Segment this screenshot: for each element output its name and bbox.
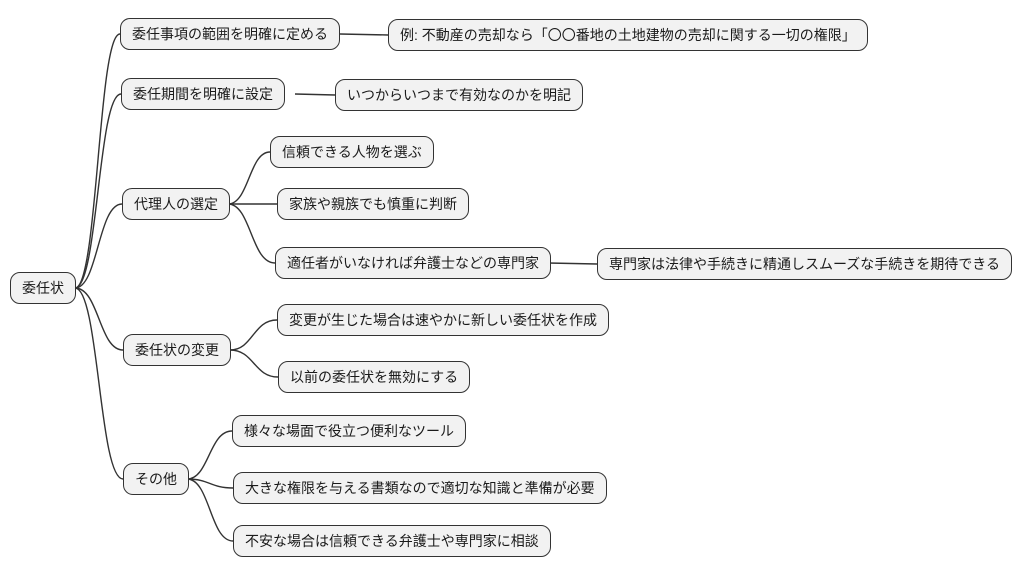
node-agent-trustworthy: 信頼できる人物を選ぶ — [270, 136, 434, 168]
node-others: その他 — [123, 463, 189, 495]
node-root: 委任状 — [10, 272, 76, 304]
connector-poa-changes-to-invalidate — [229, 349, 279, 378]
node-others-consult-expert: 不安な場合は信頼できる弁護士や専門家に相談 — [233, 525, 551, 557]
node-agent-family-caution: 家族や親族でも慎重に判断 — [277, 188, 469, 220]
node-poa-changes-new: 変更が生じた場合は速やかに新しい委任状を作成 — [277, 304, 609, 336]
connector-others-to-useful-tool — [186, 430, 233, 480]
connector-root-to-agent-selection — [74, 203, 123, 289]
connector-professional-to-benefit — [547, 262, 598, 265]
connector-root-to-others — [74, 287, 124, 480]
connector-root-to-delegation-scope — [74, 33, 121, 289]
connector-root-to-poa-changes — [74, 287, 124, 351]
connector-others-to-consult-expert — [186, 478, 234, 542]
connector-agent-selection-to-trustworthy — [227, 151, 271, 205]
connector-delegation-scope-to-example — [339, 33, 389, 36]
node-poa-changes: 委任状の変更 — [123, 334, 231, 366]
node-others-knowledge-needed: 大きな権限を与える書類なので適切な知識と準備が必要 — [233, 472, 607, 504]
connector-others-to-knowledge-needed — [186, 478, 234, 489]
connector-root-to-delegation-period — [74, 93, 122, 289]
connector-delegation-period-to-note — [294, 93, 336, 96]
node-agent-professional-benefit: 専門家は法律や手続きに精通しスムーズな手続きを期待できる — [597, 248, 1013, 280]
node-delegation-period: 委任期間を明確に設定 — [121, 78, 285, 110]
node-others-useful-tool: 様々な場面で役立つ便利なツール — [232, 415, 466, 447]
connector-agent-selection-to-professional — [227, 203, 276, 264]
node-agent-selection: 代理人の選定 — [122, 188, 230, 220]
node-agent-professional: 適任者がいなければ弁護士などの専門家 — [275, 247, 551, 279]
connector-poa-changes-to-new — [229, 319, 278, 351]
node-poa-changes-invalidate: 以前の委任状を無効にする — [278, 361, 471, 393]
node-delegation-scope-example: 例: 不動産の売却なら「〇〇番地の土地建物の売却に関する一切の権限」 — [388, 19, 868, 51]
node-delegation-scope: 委任事項の範囲を明確に定める — [120, 18, 340, 50]
node-delegation-period-note: いつからいつまで有効なのかを明記 — [335, 79, 583, 111]
